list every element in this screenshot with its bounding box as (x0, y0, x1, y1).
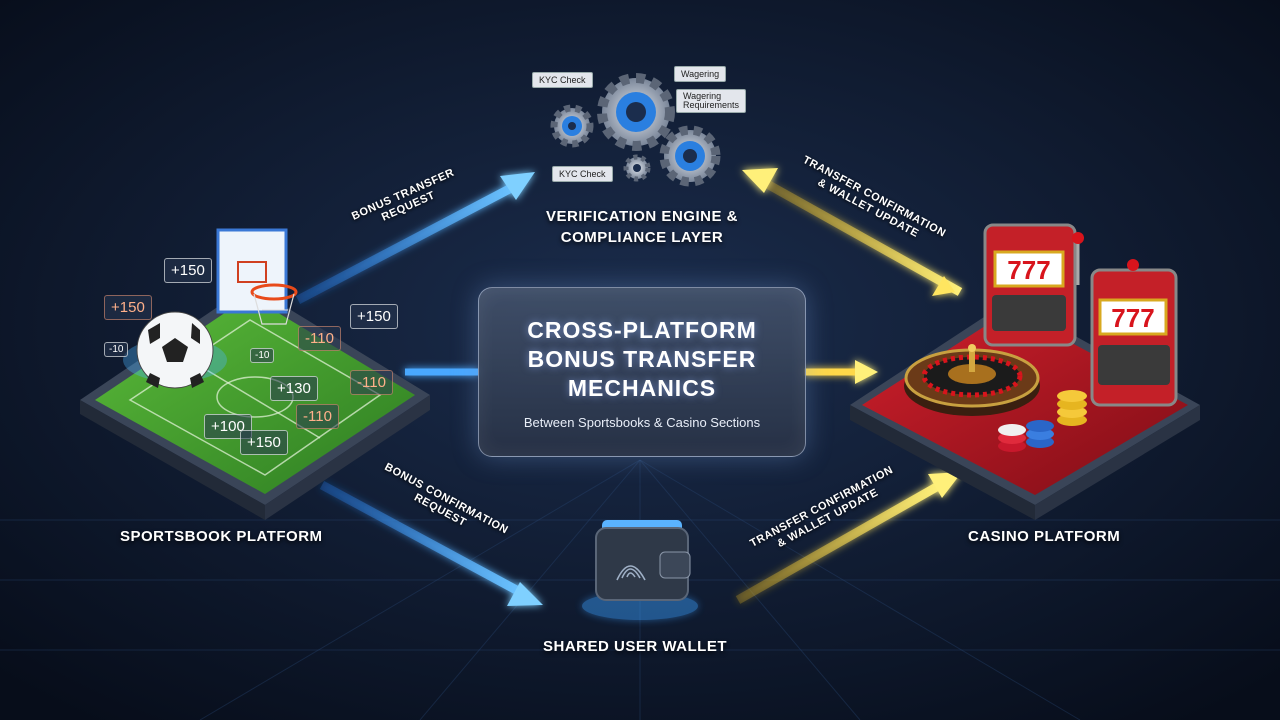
arrow-head-center-to-casino (855, 360, 878, 384)
wagering-requirements-tag: Wagering Requirements (676, 89, 747, 113)
main-title: CROSS-PLATFORM BONUS TRANSFER MECHANICS (479, 316, 805, 403)
arrow-transfer-confirmation-top (757, 176, 963, 296)
verification-engine-label-line2: COMPLIANCE LAYER (560, 229, 724, 246)
odds-badge: +130 (270, 376, 318, 401)
wagering-requirements-line: Requirements (683, 100, 740, 110)
main-subtitle: Between Sportsbooks & Casino Sections (523, 415, 761, 430)
soccer-field (95, 296, 415, 494)
soccer-ball-patches (146, 323, 204, 388)
roulette-wheel-icon (904, 344, 1040, 416)
arrow-head-confirmation-bottom (928, 472, 962, 498)
shared-wallet-illustration (582, 520, 698, 620)
wagering-requirements-line: Wagering (683, 91, 722, 101)
basketball-hoop-icon (250, 283, 298, 301)
fingerprint-icon (616, 565, 646, 581)
odds-badge: +150 (350, 304, 398, 329)
odds-badge: +150 (240, 430, 288, 455)
slot-machine-icon: 777 (983, 223, 1084, 347)
arrow-head-to-casino-top (932, 276, 955, 296)
arrow-head-bonus-transfer (500, 172, 535, 200)
gear-left-icon (550, 104, 594, 148)
casino-chips-icon (998, 390, 1087, 452)
gear-small-icon (623, 154, 651, 182)
sportsbook-base-side-right (265, 395, 430, 520)
arrow-head-confirmation-top (742, 168, 778, 193)
gear-right-icon (659, 125, 721, 187)
main-title-line3: MECHANICS (567, 375, 717, 401)
odds-badge: +150 (164, 258, 212, 283)
kyc-check-tag: KYC Check (552, 166, 613, 182)
wagering-tag: Wagering (674, 66, 727, 82)
slot-reels-text: 777 (1007, 255, 1050, 285)
casino-platform-illustration: 777 777 (850, 223, 1200, 520)
main-title-line2: BONUS TRANSFER (527, 346, 757, 372)
center-title-panel: CROSS-PLATFORM BONUS TRANSFER MECHANICS … (478, 287, 806, 457)
verification-engine-label: VERIFICATION ENGINE & COMPLIANCE LAYER (537, 206, 747, 248)
arrow-head-bonus-confirmation (507, 582, 543, 606)
flow-arrows (295, 168, 963, 606)
shared-wallet-label: SHARED USER WALLET (543, 638, 728, 655)
slot-machine-icon: 777 (1090, 259, 1178, 407)
odds-badge: -10 (104, 342, 129, 357)
odds-badge: -110 (298, 326, 341, 351)
arrow-bonus-transfer-request (295, 182, 518, 304)
odds-badge: -110 (296, 404, 339, 429)
verification-engine-label-line1: VERIFICATION ENGINE & (546, 208, 738, 225)
kyc-check-tag: KYC Check (532, 72, 593, 88)
main-title-line1: CROSS-PLATFORM (527, 317, 757, 343)
casino-platform-label: CASINO PLATFORM (968, 528, 1121, 545)
arrow-transfer-confirmation-bottom (735, 481, 943, 604)
sportsbook-base-side-left (80, 400, 265, 520)
odds-badge: -110 (350, 370, 393, 395)
odds-badge: +150 (104, 295, 152, 320)
verification-gears (550, 73, 721, 187)
slot-reels-text: 777 (1111, 303, 1154, 333)
odds-badge: -10 (250, 348, 275, 363)
gear-large-icon (597, 73, 675, 151)
sportsbook-platform-label: SPORTSBOOK PLATFORM (120, 528, 323, 545)
arrow-bonus-confirmation-request (319, 481, 523, 596)
sportsbook-platform-illustration (80, 228, 430, 520)
